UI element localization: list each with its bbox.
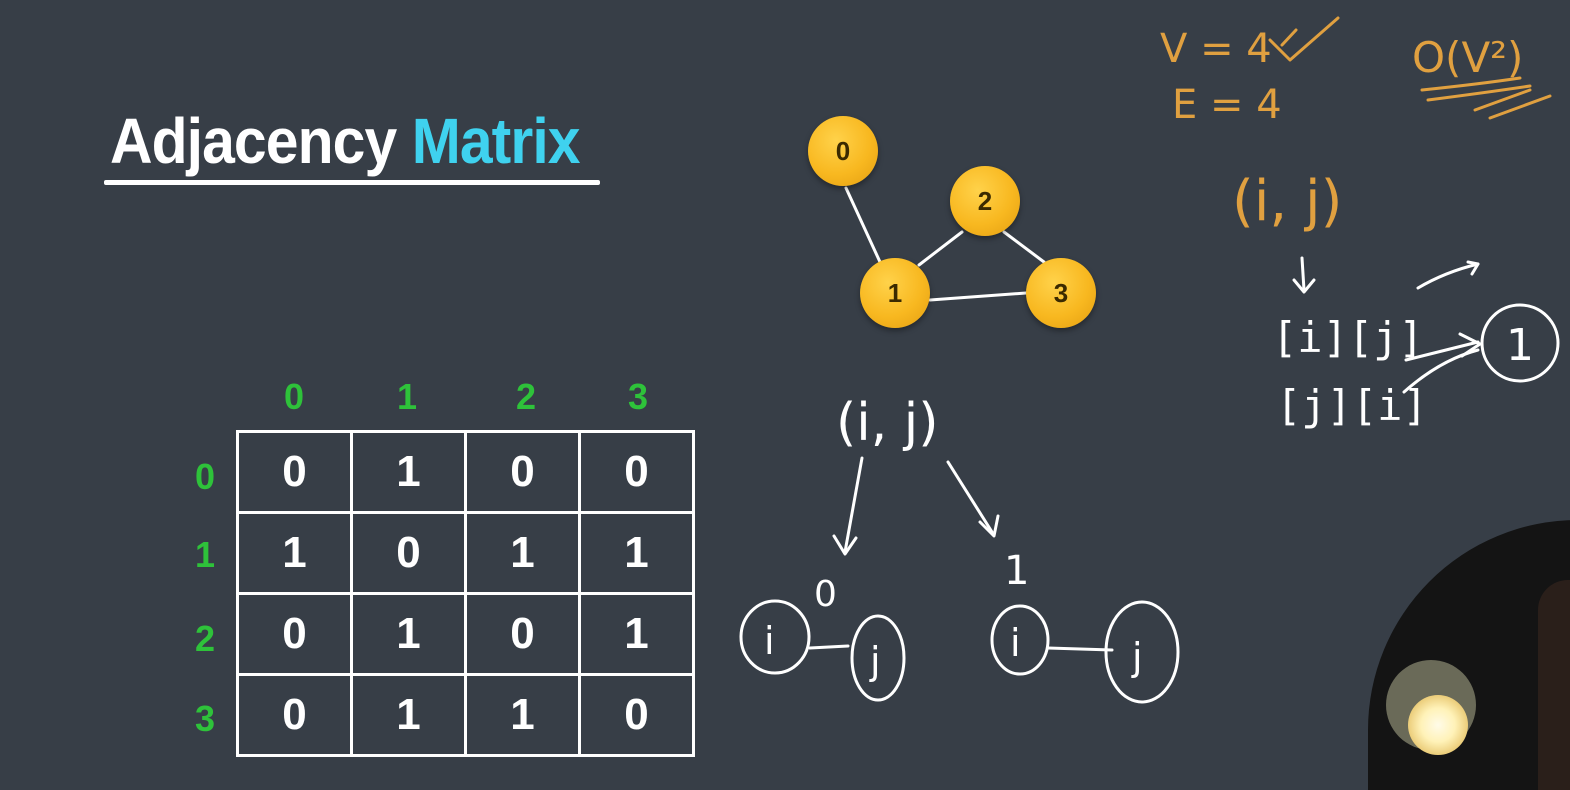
complexity-underline [1420,76,1522,92]
matrix-row-2: 0 1 0 1 [236,592,695,676]
no-edge-label: 0 [814,574,837,615]
edge-label: 1 [1004,548,1029,594]
title-underline [104,180,600,185]
column-header-2: 2 [515,376,537,417]
edge-1-2 [917,230,964,267]
checkmark-icon [1268,16,1340,62]
index-ji-note: [j][i] [1276,381,1428,430]
complexity-note: O(V²) [1412,33,1523,82]
result-one: 1 [1506,320,1534,371]
matrix-cell: 1 [578,592,695,676]
edge-2-3 [1002,230,1046,264]
matrix-cell: 0 [464,430,581,514]
matrix-cell: 0 [578,673,695,757]
node-j-label-right: j [1131,635,1143,679]
edge-count-note: E = 4 [1172,82,1282,128]
graph-node-2: 2 [950,166,1020,236]
matrix-cell: 1 [578,511,695,595]
edge-1-3 [928,291,1028,302]
title-word-matrix: Matrix [411,105,581,177]
graph-node-0: 0 [808,116,878,186]
left-arrow-icon [843,456,864,554]
node-i-label-right: i [1010,621,1021,665]
matrix-cell: 0 [236,592,353,676]
pair-notation-center: (i, j) [836,393,939,453]
node-j-label-left: j [869,639,881,683]
graph-edges [844,186,1046,302]
lamp-light [1408,695,1468,755]
column-header-1: 1 [396,376,418,417]
result-circle [1480,303,1560,383]
matrix-cell: 1 [464,673,581,757]
matrix-row-0: 0 1 0 0 [236,430,695,514]
matrix-cell: 0 [578,430,695,514]
page-title: Adjacency Matrix [110,104,581,178]
matrix-cell: 0 [350,511,467,595]
pair-notation-orange: (i, j) [1232,169,1342,234]
column-header-0: 0 [283,376,305,417]
matrix-cell: 0 [464,592,581,676]
graph-node-3: 3 [1026,258,1096,328]
row-header-1: 1 [194,534,216,575]
node-i-circle-left [739,599,811,675]
matrix-cell: 1 [350,673,467,757]
right-arrow-icon [1404,340,1480,362]
vertex-count-note: V = 4 [1160,26,1272,72]
matrix-cell: 1 [350,430,467,514]
matrix-cell: 1 [464,511,581,595]
matrix-cell: 1 [236,511,353,595]
node-i-label-left: i [764,619,775,663]
presenter-webcam-overlay [1368,520,1570,790]
matrix-cell: 0 [236,430,353,514]
title-word-adjacency: Adjacency [110,105,397,177]
row-header-2: 2 [194,618,216,659]
matrix-cell: 1 [350,592,467,676]
index-ij-note: [i][j] [1272,313,1424,362]
row-header-0: 0 [194,456,216,497]
adjacency-matrix-table: 0 1 0 0 1 0 1 1 0 1 0 1 0 1 1 0 [236,430,695,757]
edge-0-1 [844,186,882,264]
column-header-3: 3 [627,376,649,417]
node-i-circle-right [990,604,1050,676]
matrix-row-1: 1 0 1 1 [236,511,695,595]
node-j-circle-right [1104,600,1180,704]
orange-annotations [1268,16,1552,120]
matrix-cell: 0 [236,673,353,757]
right-down-arrow-icon [946,460,994,534]
white-annotations-center [739,456,1180,704]
white-annotations-right [1292,256,1560,394]
node-j-circle-left [850,614,906,702]
row-header-3: 3 [194,698,216,739]
matrix-row-3: 0 1 1 0 [236,673,695,757]
graph-node-1: 1 [860,258,930,328]
presenter-silhouette [1538,580,1570,790]
down-arrow-icon [1300,256,1306,292]
